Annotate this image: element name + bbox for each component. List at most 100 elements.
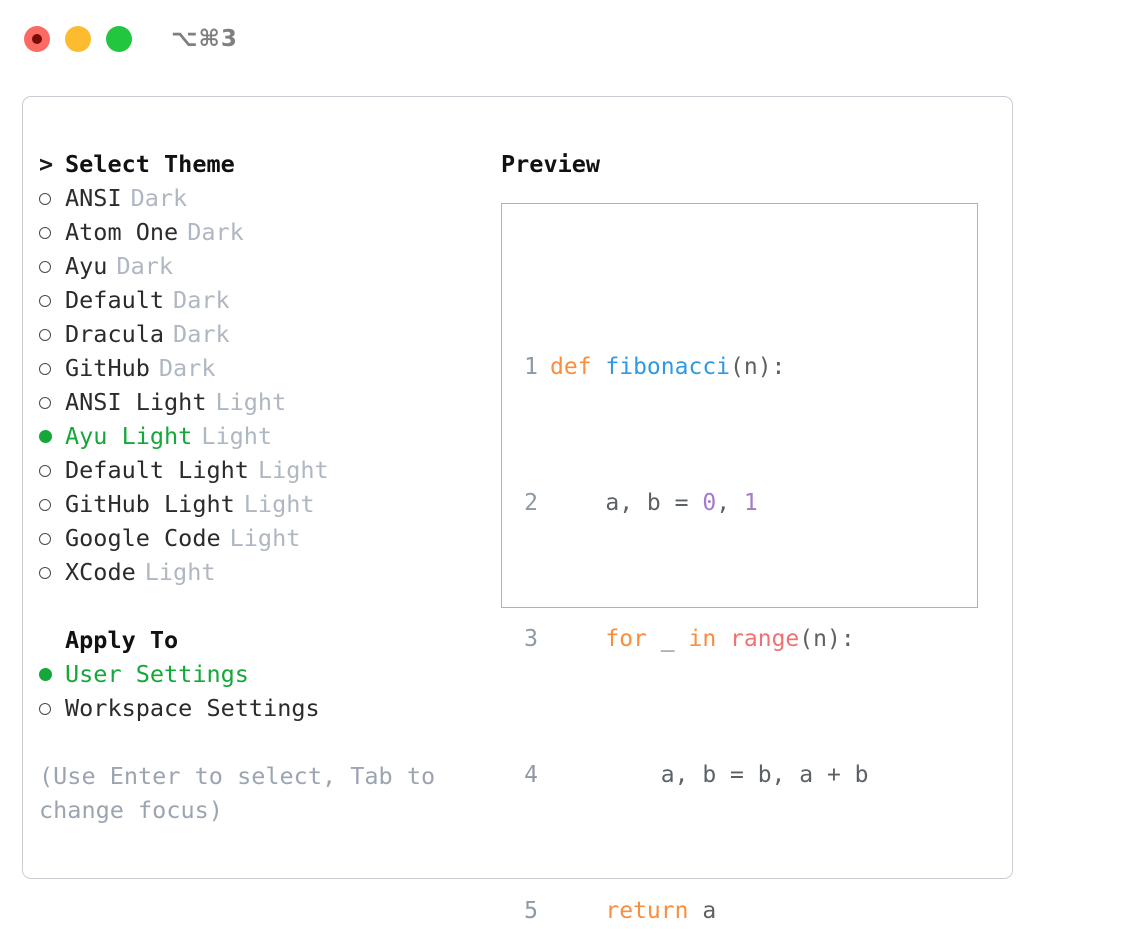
theme-item-dracula[interactable]: Dracula Dark bbox=[39, 317, 469, 351]
theme-item-badge: Dark bbox=[158, 354, 216, 382]
token-call: range bbox=[730, 626, 800, 652]
list-gap-spacer bbox=[39, 589, 469, 623]
maximize-button-icon[interactable] bbox=[106, 26, 132, 52]
apply-to-item-workspace-settings[interactable]: Workspace Settings bbox=[39, 691, 469, 725]
token-text: _ bbox=[646, 626, 689, 652]
line-number: 4 bbox=[524, 762, 538, 788]
theme-item-github[interactable]: GitHub Dark bbox=[39, 351, 469, 385]
preview-heading: Preview bbox=[501, 150, 601, 178]
line-number: 5 bbox=[524, 898, 538, 924]
select-theme-heading: > Select Theme bbox=[39, 147, 469, 181]
code-content: for _ in range(n): bbox=[550, 622, 855, 656]
radio-selected-icon[interactable] bbox=[39, 419, 65, 453]
radio-unselected-icon[interactable] bbox=[39, 351, 65, 385]
line-number: 2 bbox=[524, 490, 538, 516]
line-number: 3 bbox=[524, 626, 538, 652]
radio-unselected-icon[interactable] bbox=[39, 453, 65, 487]
theme-item-badge: Light bbox=[201, 422, 273, 450]
radio-unselected-icon[interactable] bbox=[39, 555, 65, 589]
theme-item-default-light[interactable]: Default Light Light bbox=[39, 453, 469, 487]
code-line: 4 a, b = b, a + b bbox=[516, 758, 976, 792]
theme-item-badge: Dark bbox=[187, 218, 244, 246]
token-keyword: return bbox=[605, 898, 689, 924]
theme-item-xcode[interactable]: XCode Light bbox=[39, 555, 469, 589]
code-line: 3 for _ in range(n): bbox=[516, 622, 976, 656]
token-number: 0 bbox=[702, 490, 717, 516]
token-text bbox=[550, 898, 605, 924]
theme-item-ayu[interactable]: Ayu Dark bbox=[39, 249, 469, 283]
token-text: a bbox=[688, 898, 717, 924]
theme-item-ansi-light[interactable]: ANSI Light Light bbox=[39, 385, 469, 419]
theme-item-badge: Light bbox=[215, 388, 287, 416]
radio-unselected-icon[interactable] bbox=[39, 385, 65, 419]
token-number: 1 bbox=[743, 490, 758, 516]
token-text bbox=[716, 626, 730, 652]
line-number: 1 bbox=[524, 354, 538, 380]
theme-item-label: Ayu Light bbox=[65, 422, 193, 450]
code-content: a, b = b, a + b bbox=[550, 762, 869, 788]
token-function: fibonacci bbox=[605, 354, 731, 380]
theme-selector-column: > Select Theme ANSI Dark Atom One Dark A… bbox=[39, 147, 469, 827]
token-text: a, b = bbox=[550, 490, 703, 516]
radio-unselected-icon[interactable] bbox=[39, 215, 65, 249]
theme-item-badge: Dark bbox=[116, 252, 174, 280]
theme-item-label: Dracula bbox=[65, 320, 165, 348]
close-button-icon[interactable] bbox=[24, 26, 50, 52]
code-content: a, b = 0, 1 bbox=[550, 486, 758, 520]
token-operator: (n): bbox=[799, 626, 855, 652]
radio-selected-icon[interactable] bbox=[39, 657, 65, 691]
radio-unselected-icon[interactable] bbox=[39, 283, 65, 317]
theme-item-badge: Light bbox=[144, 558, 216, 586]
theme-item-badge: Dark bbox=[173, 286, 230, 314]
token-keyword: in bbox=[688, 626, 717, 652]
title-bar: ⌥⌘3 bbox=[0, 0, 1140, 78]
radio-unselected-icon[interactable] bbox=[39, 521, 65, 555]
radio-unselected-icon[interactable] bbox=[39, 487, 65, 521]
select-theme-title: Select Theme bbox=[65, 150, 235, 178]
theme-item-label: Atom One bbox=[65, 218, 179, 246]
theme-item-badge: Dark bbox=[173, 320, 230, 348]
theme-item-label: XCode bbox=[65, 558, 136, 586]
theme-item-badge: Light bbox=[229, 524, 301, 552]
theme-item-label: ANSI bbox=[65, 184, 122, 212]
token-keyword: def bbox=[550, 354, 606, 380]
token-keyword: for bbox=[605, 626, 647, 652]
theme-item-github-light[interactable]: GitHub Light Light bbox=[39, 487, 469, 521]
token-operator: (n): bbox=[730, 354, 786, 380]
theme-item-badge: Dark bbox=[130, 184, 188, 212]
theme-item-google-code[interactable]: Google Code Light bbox=[39, 521, 469, 555]
code-line: 5 return a bbox=[516, 894, 976, 928]
theme-item-ayu-light[interactable]: Ayu Light Light bbox=[39, 419, 469, 453]
theme-item-label: Default bbox=[65, 286, 165, 314]
radio-unselected-icon[interactable] bbox=[39, 691, 65, 725]
radio-unselected-icon[interactable] bbox=[39, 317, 65, 351]
keyboard-shortcut-label: ⌥⌘3 bbox=[171, 26, 238, 52]
code-preview: 1 def fibonacci(n): 2 a, b = 0, 1 3 for … bbox=[516, 248, 976, 934]
apply-to-item-label: Workspace Settings bbox=[65, 694, 320, 722]
theme-item-atom-one[interactable]: Atom One Dark bbox=[39, 215, 469, 249]
theme-item-ansi[interactable]: ANSI Dark bbox=[39, 181, 469, 215]
keyboard-hint: (Use Enter to select, Tab to change focu… bbox=[39, 759, 439, 827]
theme-item-label: Default Light bbox=[65, 456, 249, 484]
keyboard-hint-line-1: (Use Enter to select, Tab to bbox=[39, 762, 436, 790]
main-panel: > Select Theme ANSI Dark Atom One Dark A… bbox=[22, 96, 1013, 924]
theme-item-label: ANSI Light bbox=[65, 388, 207, 416]
apply-to-item-user-settings[interactable]: User Settings bbox=[39, 657, 469, 691]
code-content: def fibonacci(n): bbox=[550, 350, 785, 384]
theme-item-badge: Light bbox=[257, 456, 329, 484]
hint-gap-spacer bbox=[39, 725, 469, 759]
apply-to-title: Apply To bbox=[65, 626, 179, 654]
code-line: 1 def fibonacci(n): bbox=[516, 350, 976, 384]
preview-box: 1 def fibonacci(n): 2 a, b = 0, 1 3 for … bbox=[501, 203, 978, 924]
radio-unselected-icon[interactable] bbox=[39, 181, 65, 215]
keyboard-hint-line-2: change focus) bbox=[39, 796, 223, 824]
theme-item-label: Ayu bbox=[65, 252, 108, 280]
code-content: return a bbox=[550, 894, 716, 928]
theme-item-default[interactable]: Default Dark bbox=[39, 283, 469, 317]
radio-unselected-icon[interactable] bbox=[39, 249, 65, 283]
apply-to-heading: Apply To bbox=[39, 623, 469, 657]
prompt-caret-icon: > bbox=[39, 150, 54, 178]
token-text bbox=[550, 626, 605, 652]
minimize-button-icon[interactable] bbox=[65, 26, 91, 52]
